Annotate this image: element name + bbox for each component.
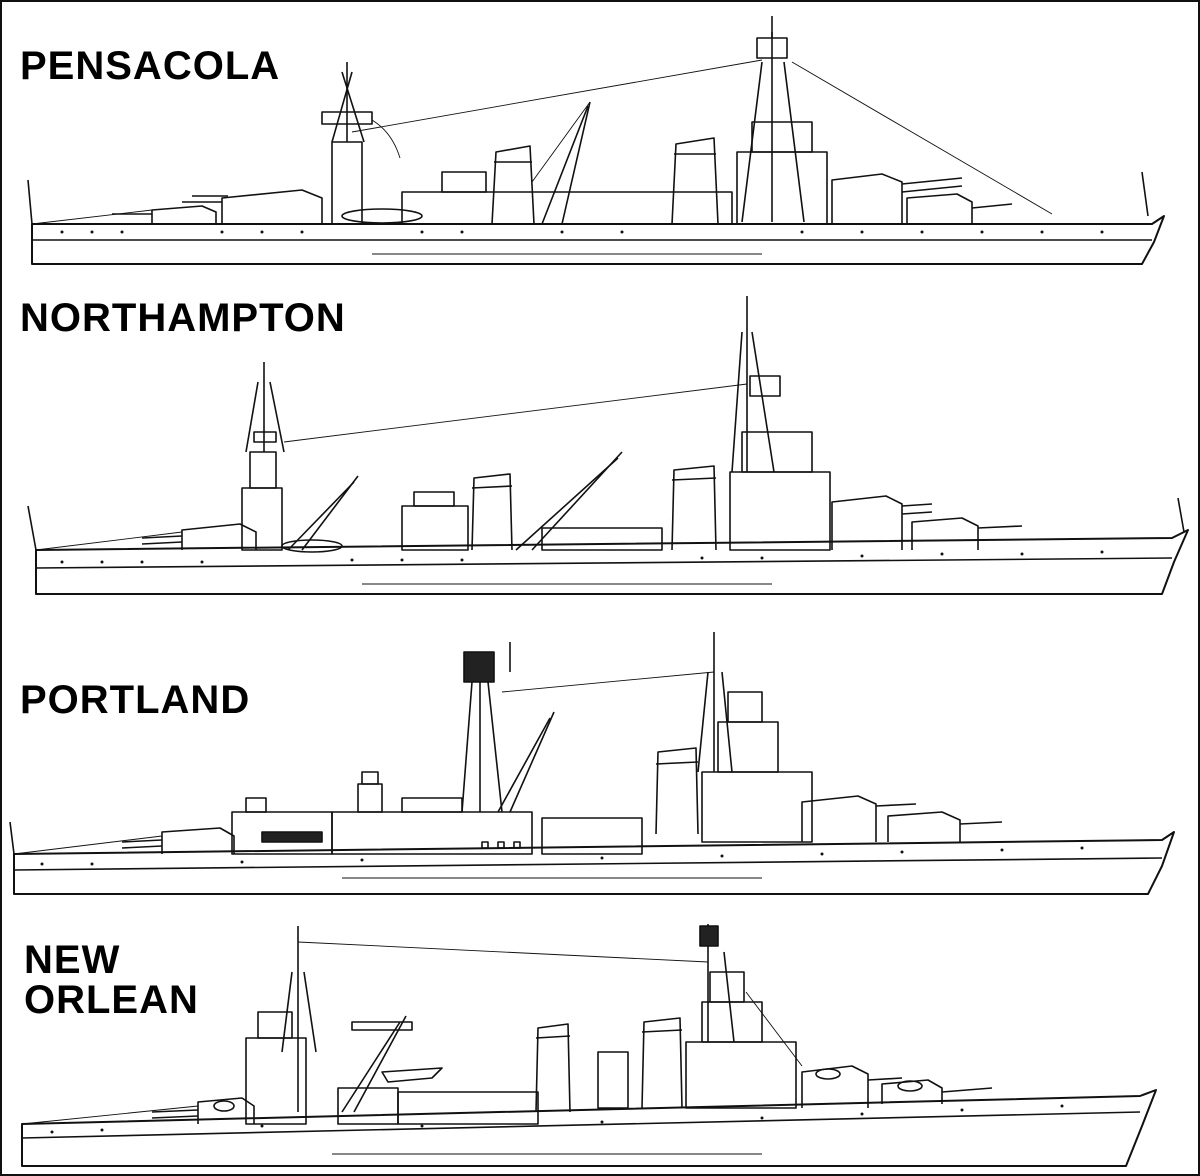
pensacola-section: PENSACOLA bbox=[2, 2, 1198, 292]
portland-title: PORTLAND bbox=[20, 678, 251, 722]
new-orleans-section: NEW ORLEAN bbox=[2, 912, 1198, 1174]
pensacola-title: PENSACOLA bbox=[20, 44, 281, 88]
pensacola-profile bbox=[27, 16, 1165, 265]
northampton-section: NORTHAMPTON bbox=[2, 292, 1198, 612]
northampton-profile bbox=[27, 296, 1189, 595]
new-orleans-profile bbox=[21, 924, 1157, 1167]
portland-section: PORTLAND bbox=[2, 612, 1198, 912]
new-orleans-title: NEW ORLEAN bbox=[24, 938, 199, 1022]
portland-profile bbox=[9, 632, 1175, 895]
northampton-title: NORTHAMPTON bbox=[20, 296, 346, 340]
